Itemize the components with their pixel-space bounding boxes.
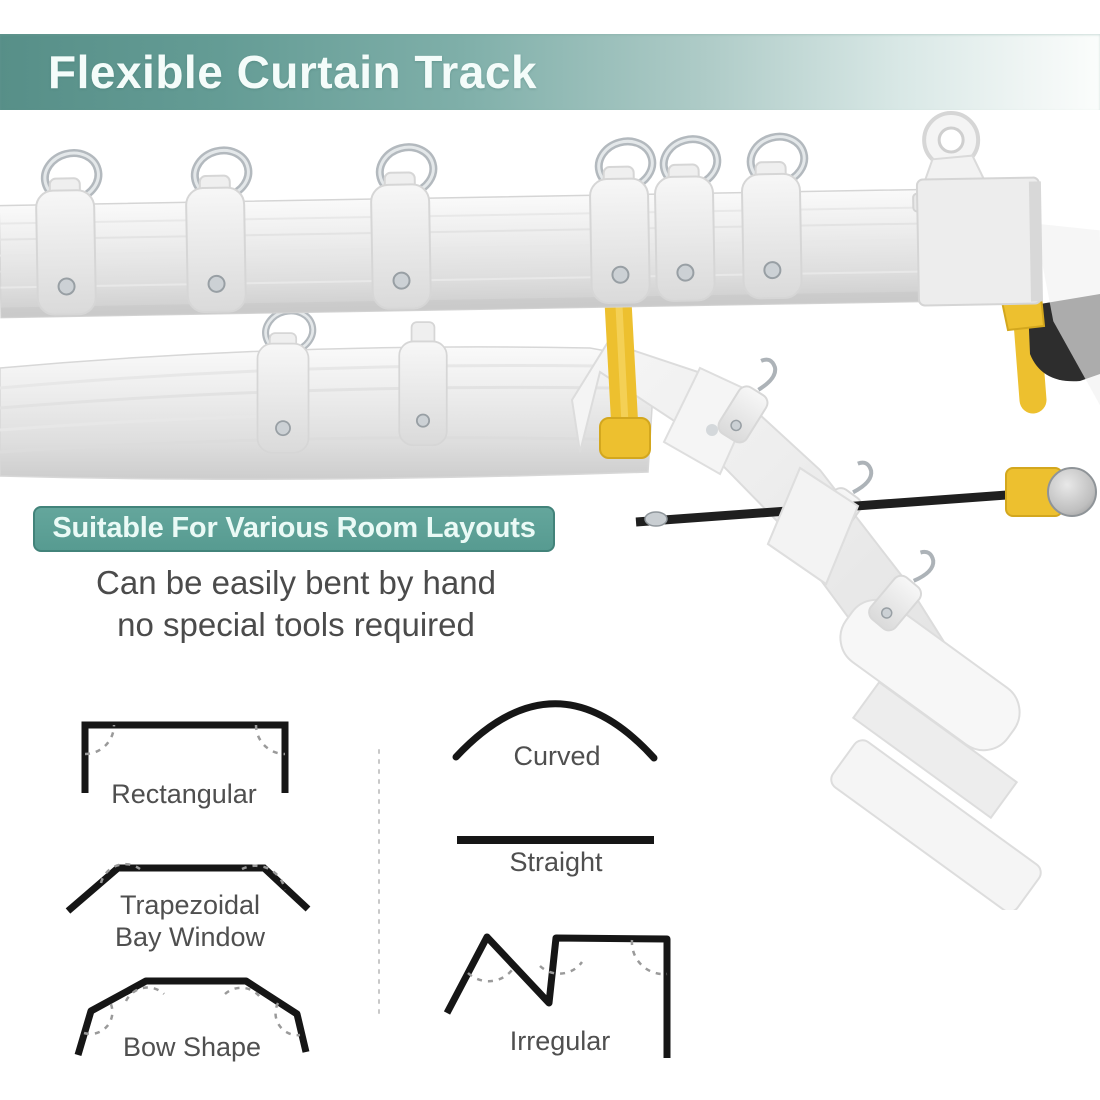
curtain-glider xyxy=(370,141,441,309)
feature-line-1: Can be easily bent by hand xyxy=(96,564,496,601)
room-layout-diagrams: Rectangular Trapezoidal Bay Window Bow S… xyxy=(65,700,671,1062)
layout-curved: Curved xyxy=(452,700,658,771)
curtain-glider xyxy=(398,321,448,447)
curtain-glider xyxy=(654,133,725,301)
curtain-glider xyxy=(35,147,106,315)
curtain-track-photo xyxy=(0,110,1100,910)
layout-label-trapezoidal-1: Trapezoidal xyxy=(120,890,260,920)
layout-label-rectangular: Rectangular xyxy=(111,779,257,809)
layout-trapezoidal: Trapezoidal Bay Window xyxy=(65,862,311,952)
curtain-glider xyxy=(741,131,812,299)
layout-bow: Bow Shape xyxy=(74,977,310,1062)
layout-irregular: Irregular xyxy=(443,933,671,1058)
feature-copy: Can be easily bent by hand no special to… xyxy=(46,562,546,646)
blade-tension-nut xyxy=(1047,467,1097,517)
layout-label-trapezoidal-2: Bay Window xyxy=(115,922,266,952)
layout-label-curved: Curved xyxy=(513,741,600,771)
flexible-track-band xyxy=(0,346,656,480)
curtain-glider xyxy=(589,135,660,303)
curtain-glider xyxy=(257,306,317,453)
layout-rectangular: Rectangular xyxy=(81,721,289,809)
layout-straight: Straight xyxy=(457,836,654,877)
straight-track xyxy=(0,110,1100,411)
feature-badge: Suitable For Various Room Layouts xyxy=(33,506,555,552)
layout-label-irregular: Irregular xyxy=(510,1026,611,1056)
header-banner: Flexible Curtain Track xyxy=(0,34,1100,110)
page-title: Flexible Curtain Track xyxy=(48,46,538,98)
curtain-glider xyxy=(185,144,256,312)
feature-line-2: no special tools required xyxy=(117,606,475,643)
track-end-piece xyxy=(830,598,1042,910)
layout-label-straight: Straight xyxy=(509,847,603,877)
track-end-cap xyxy=(915,176,1042,307)
layout-label-bow: Bow Shape xyxy=(123,1032,261,1062)
